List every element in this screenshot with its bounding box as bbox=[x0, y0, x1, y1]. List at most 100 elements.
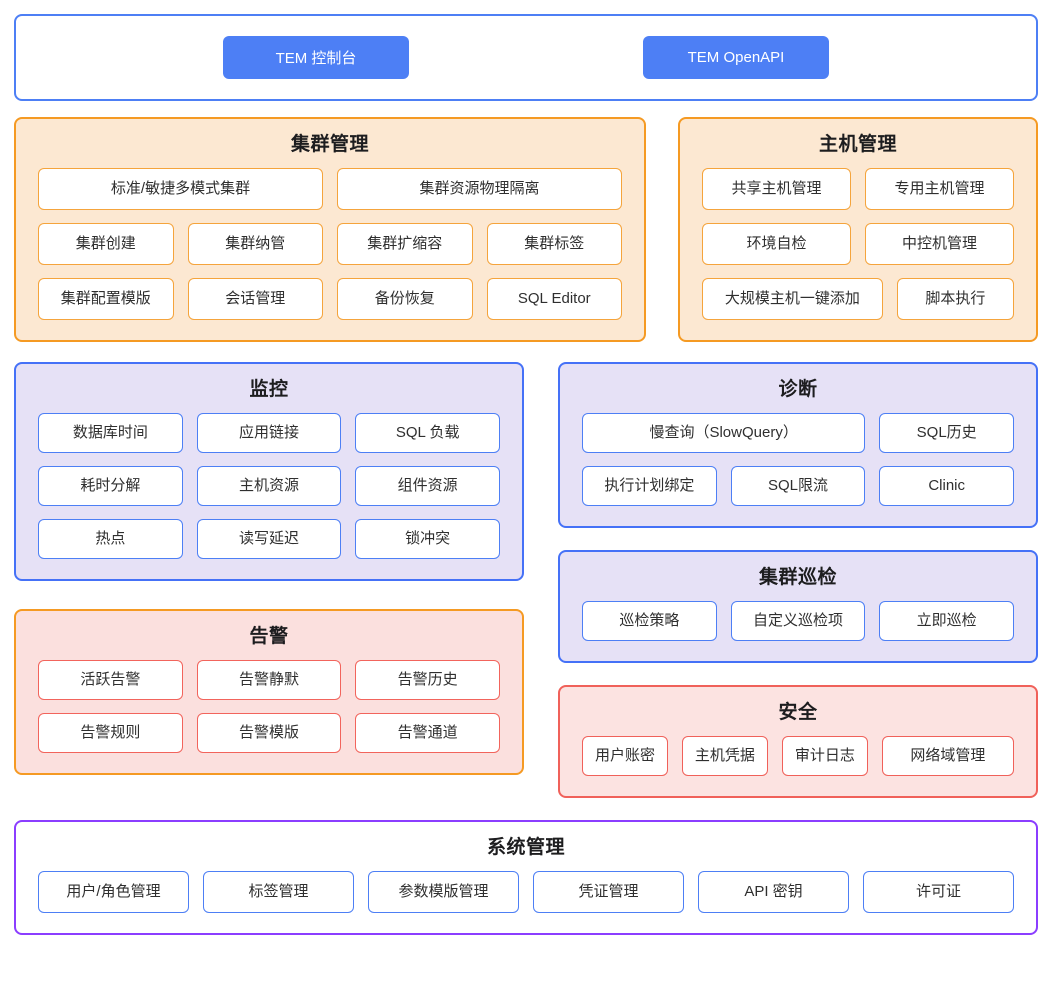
item-standard-agile-cluster[interactable]: 标准/敏捷多模式集群 bbox=[38, 168, 323, 210]
item-row: 告警规则 告警模版 告警通道 bbox=[38, 713, 501, 753]
alerting-header: 告警 bbox=[16, 611, 522, 660]
cluster-inspection-header: 集群巡检 bbox=[560, 552, 1036, 601]
monitoring-header: 监控 bbox=[16, 364, 522, 413]
section-title: 诊断 bbox=[778, 379, 818, 400]
section-cluster-management: 集群管理 标准/敏捷多模式集群 集群资源物理隔离 集群创建 集群纳管 集群扩缩容… bbox=[14, 117, 646, 342]
section-security: 安全 用户账密 主机凭据 审计日志 网络域管理 bbox=[558, 685, 1038, 798]
section-cluster-inspection: 集群巡检 巡检策略 自定义巡检项 立即巡检 bbox=[558, 550, 1038, 663]
item-active-alerts[interactable]: 活跃告警 bbox=[38, 660, 183, 700]
item-row: 环境自检 中控机管理 bbox=[702, 223, 1014, 265]
diagnosis-items: 慢查询（SlowQuery） SQL历史 执行计划绑定 SQL限流 Clinic bbox=[560, 413, 1036, 526]
item-license[interactable]: 许可证 bbox=[863, 871, 1014, 913]
item-sql-editor[interactable]: SQL Editor bbox=[486, 278, 622, 320]
item-execution-plan-binding[interactable]: 执行计划绑定 bbox=[582, 466, 717, 506]
column-right-management: 主机管理 共享主机管理 专用主机管理 环境自检 中控机管理 大规模主机一键添加 … bbox=[678, 117, 1038, 342]
item-alert-history[interactable]: 告警历史 bbox=[355, 660, 501, 700]
item-row: 用户账密 主机凭据 审计日志 网络域管理 bbox=[582, 736, 1014, 776]
item-user-account-password[interactable]: 用户账密 bbox=[582, 736, 668, 776]
item-network-domain-management[interactable]: 网络域管理 bbox=[881, 736, 1014, 776]
item-tag-management[interactable]: 标签管理 bbox=[203, 871, 354, 913]
item-row: 标准/敏捷多模式集群 集群资源物理隔离 bbox=[38, 168, 622, 210]
section-diagnosis: 诊断 慢查询（SlowQuery） SQL历史 执行计划绑定 SQL限流 Cli… bbox=[558, 362, 1038, 528]
item-row: 共享主机管理 专用主机管理 bbox=[702, 168, 1014, 210]
item-row: 用户/角色管理 标签管理 参数模版管理 凭证管理 API 密钥 许可证 bbox=[38, 871, 1014, 913]
item-row: 热点 读写延迟 锁冲突 bbox=[38, 519, 501, 559]
item-slow-query[interactable]: 慢查询（SlowQuery） bbox=[582, 413, 866, 453]
item-row: 活跃告警 告警静默 告警历史 bbox=[38, 660, 501, 700]
item-clinic[interactable]: Clinic bbox=[879, 466, 1015, 506]
item-alert-channel[interactable]: 告警通道 bbox=[355, 713, 501, 753]
section-host-management: 主机管理 共享主机管理 专用主机管理 环境自检 中控机管理 大规模主机一键添加 … bbox=[678, 117, 1038, 342]
section-monitoring: 监控 数据库时间 应用链接 SQL 负载 耗时分解 主机资源 组件资源 热点 bbox=[14, 362, 524, 581]
item-bulk-host-add[interactable]: 大规模主机一键添加 bbox=[702, 278, 883, 320]
tem-console-button[interactable]: TEM 控制台 bbox=[223, 36, 409, 79]
item-row: 慢查询（SlowQuery） SQL历史 bbox=[582, 413, 1014, 453]
item-time-breakdown[interactable]: 耗时分解 bbox=[38, 466, 183, 506]
column-left-management: 集群管理 标准/敏捷多模式集群 集群资源物理隔离 集群创建 集群纳管 集群扩缩容… bbox=[14, 117, 646, 342]
item-environment-self-check[interactable]: 环境自检 bbox=[702, 223, 851, 265]
item-session-management[interactable]: 会话管理 bbox=[187, 278, 323, 320]
item-sql-history[interactable]: SQL历史 bbox=[879, 413, 1014, 453]
item-cluster-config-template[interactable]: 集群配置模版 bbox=[38, 278, 174, 320]
band-management: 集群管理 标准/敏捷多模式集群 集群资源物理隔离 集群创建 集群纳管 集群扩缩容… bbox=[14, 117, 1038, 342]
tem-openapi-button[interactable]: TEM OpenAPI bbox=[643, 36, 829, 79]
item-user-role-management[interactable]: 用户/角色管理 bbox=[38, 871, 189, 913]
item-alert-rules[interactable]: 告警规则 bbox=[38, 713, 183, 753]
item-inspection-policy[interactable]: 巡检策略 bbox=[582, 601, 717, 641]
item-row: 耗时分解 主机资源 组件资源 bbox=[38, 466, 501, 506]
item-sql-throttling[interactable]: SQL限流 bbox=[730, 466, 866, 506]
cluster-inspection-items: 巡检策略 自定义巡检项 立即巡检 bbox=[560, 601, 1036, 661]
item-shared-host-management[interactable]: 共享主机管理 bbox=[702, 168, 851, 210]
system-management-items: 用户/角色管理 标签管理 参数模版管理 凭证管理 API 密钥 许可证 bbox=[16, 871, 1036, 933]
column-right-observability: 诊断 慢查询（SlowQuery） SQL历史 执行计划绑定 SQL限流 Cli… bbox=[558, 362, 1038, 798]
item-row: 大规模主机一键添加 脚本执行 bbox=[702, 278, 1014, 320]
alerting-items: 活跃告警 告警静默 告警历史 告警规则 告警模版 告警通道 bbox=[16, 660, 522, 773]
item-row: 数据库时间 应用链接 SQL 负载 bbox=[38, 413, 501, 453]
item-inspect-now[interactable]: 立即巡检 bbox=[879, 601, 1015, 641]
security-header: 安全 bbox=[560, 687, 1036, 736]
host-management-header: 主机管理 bbox=[680, 119, 1036, 168]
access-entry-panel: TEM 控制台 TEM OpenAPI bbox=[14, 14, 1038, 101]
item-cluster-create[interactable]: 集群创建 bbox=[38, 223, 174, 265]
item-dedicated-host-management[interactable]: 专用主机管理 bbox=[865, 168, 1014, 210]
item-audit-log[interactable]: 审计日志 bbox=[781, 736, 868, 776]
cluster-management-header: 集群管理 bbox=[16, 119, 644, 168]
item-alert-template[interactable]: 告警模版 bbox=[196, 713, 342, 753]
item-host-credential[interactable]: 主机凭据 bbox=[681, 736, 768, 776]
monitoring-items: 数据库时间 应用链接 SQL 负载 耗时分解 主机资源 组件资源 热点 读写延迟… bbox=[16, 413, 522, 579]
section-alerting: 告警 活跃告警 告警静默 告警历史 告警规则 告警模版 告警通道 bbox=[14, 609, 524, 775]
item-sql-load[interactable]: SQL 负载 bbox=[355, 413, 501, 453]
item-cluster-tag[interactable]: 集群标签 bbox=[486, 223, 622, 265]
item-script-execution[interactable]: 脚本执行 bbox=[896, 278, 1014, 320]
section-title: 主机管理 bbox=[818, 134, 897, 155]
item-lock-conflict[interactable]: 锁冲突 bbox=[355, 519, 501, 559]
item-custom-inspection-item[interactable]: 自定义巡检项 bbox=[730, 601, 866, 641]
item-credential-management[interactable]: 凭证管理 bbox=[533, 871, 684, 913]
item-row: 执行计划绑定 SQL限流 Clinic bbox=[582, 466, 1015, 506]
item-alert-silence[interactable]: 告警静默 bbox=[196, 660, 342, 700]
host-management-items: 共享主机管理 专用主机管理 环境自检 中控机管理 大规模主机一键添加 脚本执行 bbox=[680, 168, 1036, 340]
item-component-resource[interactable]: 组件资源 bbox=[355, 466, 501, 506]
item-db-time[interactable]: 数据库时间 bbox=[38, 413, 183, 453]
item-cluster-scale[interactable]: 集群扩缩容 bbox=[337, 223, 473, 265]
item-control-machine-management[interactable]: 中控机管理 bbox=[865, 223, 1014, 265]
item-backup-restore[interactable]: 备份恢复 bbox=[337, 278, 473, 320]
cluster-management-items: 标准/敏捷多模式集群 集群资源物理隔离 集群创建 集群纳管 集群扩缩容 集群标签… bbox=[16, 168, 644, 340]
item-cluster-resource-isolation[interactable]: 集群资源物理隔离 bbox=[337, 168, 622, 210]
column-left-observability: 监控 数据库时间 应用链接 SQL 负载 耗时分解 主机资源 组件资源 热点 bbox=[14, 362, 524, 775]
section-title: 监控 bbox=[249, 379, 289, 400]
section-title: 安全 bbox=[778, 702, 818, 723]
item-api-key[interactable]: API 密钥 bbox=[698, 871, 849, 913]
item-host-resource[interactable]: 主机资源 bbox=[196, 466, 342, 506]
item-cluster-adopt[interactable]: 集群纳管 bbox=[187, 223, 323, 265]
item-read-write-latency[interactable]: 读写延迟 bbox=[196, 519, 342, 559]
item-app-connection[interactable]: 应用链接 bbox=[196, 413, 342, 453]
item-hotspot[interactable]: 热点 bbox=[38, 519, 183, 559]
section-title: 集群管理 bbox=[290, 134, 369, 155]
section-title: 告警 bbox=[249, 626, 289, 647]
band-observability: 监控 数据库时间 应用链接 SQL 负载 耗时分解 主机资源 组件资源 热点 bbox=[14, 362, 1038, 798]
item-parameter-template-management[interactable]: 参数模版管理 bbox=[368, 871, 519, 913]
section-title: 集群巡检 bbox=[758, 567, 837, 588]
item-row: 巡检策略 自定义巡检项 立即巡检 bbox=[582, 601, 1015, 641]
